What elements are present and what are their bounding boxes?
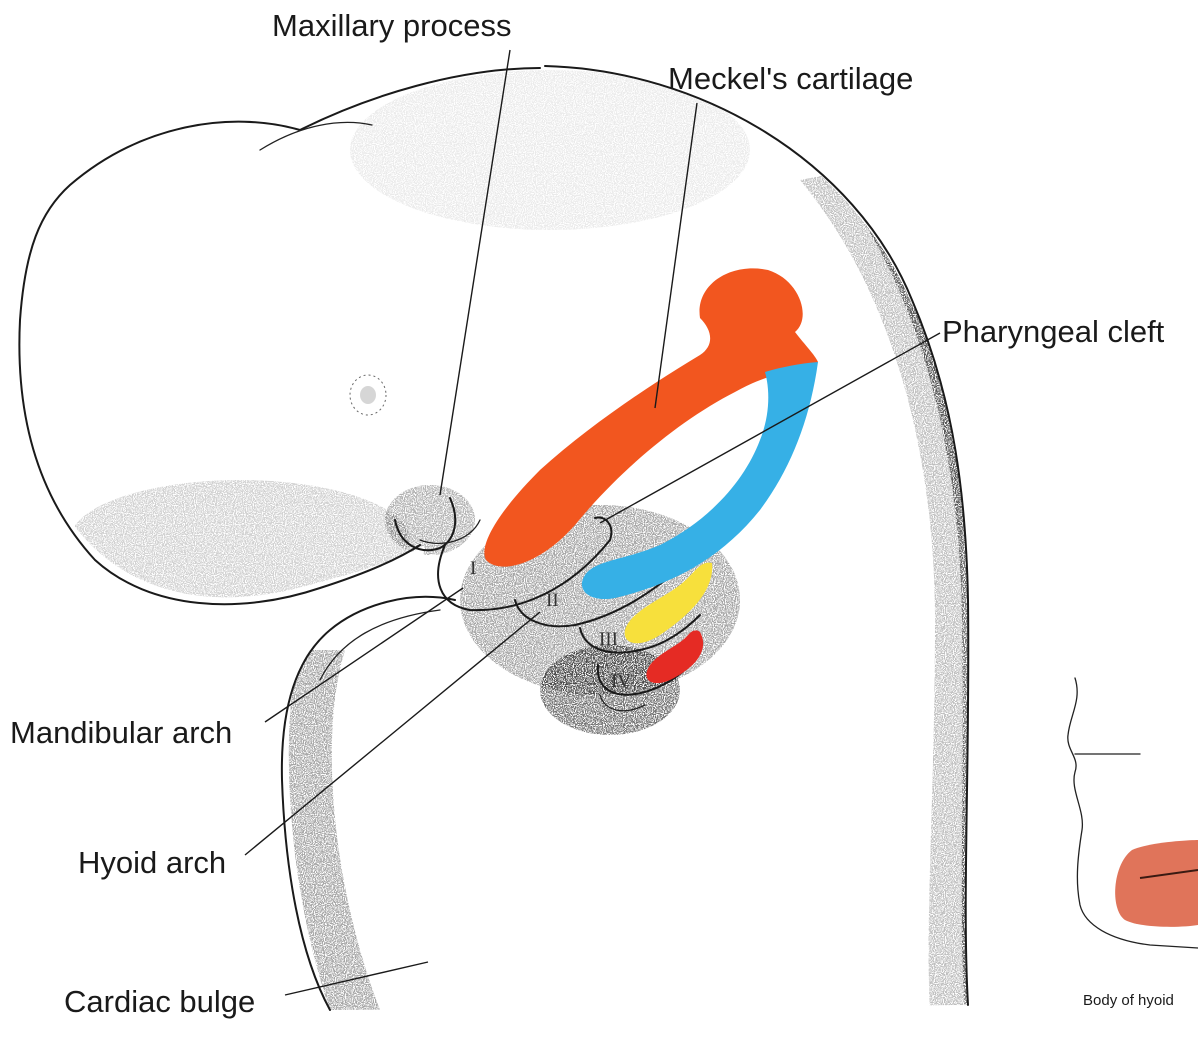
label-meckels-cartilage: Meckel's cartilage — [668, 61, 913, 96]
numeral-arch-3: III — [599, 629, 618, 650]
numeral-arch-2: II — [546, 590, 559, 611]
label-mandibular-arch: Mandibular arch — [10, 715, 232, 750]
label-hyoid-arch: Hyoid arch — [78, 845, 226, 880]
label-body-of-hyoid: Body of hyoid — [1083, 992, 1174, 1009]
numeral-arch-1: I — [470, 558, 476, 579]
label-maxillary-process: Maxillary process — [272, 8, 511, 43]
inset-hyoid-body-shape — [1115, 840, 1198, 927]
label-pharyngeal-cleft: Pharyngeal cleft — [942, 314, 1165, 349]
numeral-arch-4: IV — [611, 671, 631, 692]
label-cardiac-bulge: Cardiac bulge — [64, 984, 255, 1019]
hyoid-inset: Body of hyoid — [1068, 678, 1198, 1009]
